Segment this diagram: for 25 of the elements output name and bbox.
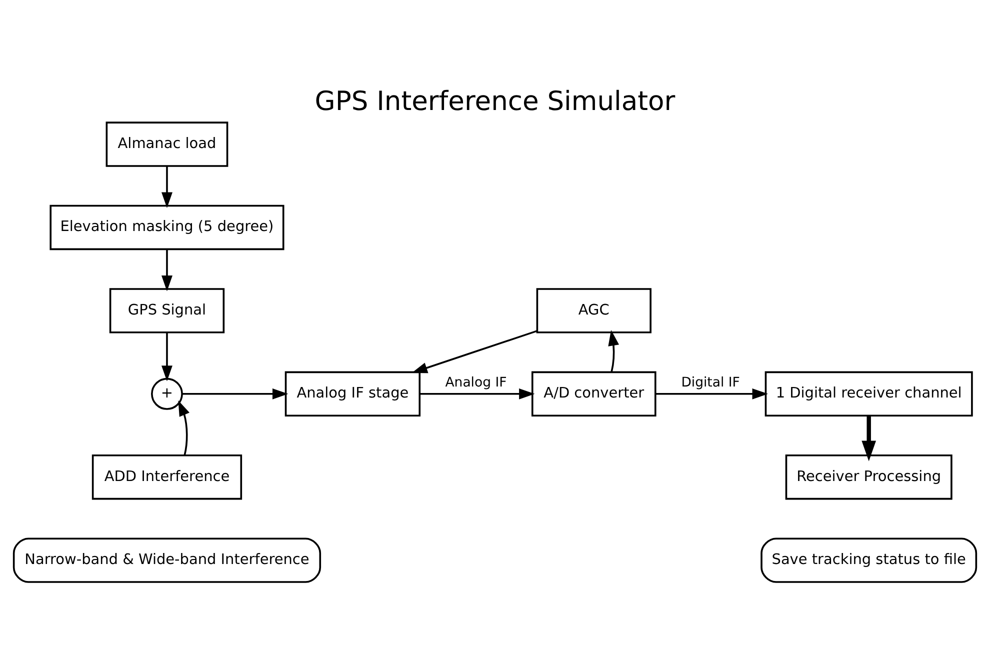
node-circle: + (150, 378, 182, 410)
edge-label: Digital IF (680, 375, 740, 390)
node-box: Receiver Processing (784, 454, 952, 500)
arrow (861, 416, 876, 462)
node-box: Save tracking status to file (760, 538, 977, 583)
arrow (178, 400, 189, 456)
node-box: GPS Signal (108, 288, 224, 334)
node-box: Elevation masking (5 degree) (49, 204, 284, 250)
arrow (160, 250, 172, 292)
edge-label: Analog IF (444, 375, 506, 390)
node-box: Analog IF stage (284, 371, 420, 417)
arrow (411, 330, 537, 374)
node-box: ADD Interference (91, 454, 242, 500)
arrow (419, 388, 534, 400)
node-box: 1 Digital receiver channel (764, 371, 972, 417)
diagram-title: GPS Interference Simulator (314, 86, 675, 118)
arrow (655, 388, 768, 400)
node-box: AGC (536, 288, 651, 334)
arrow (182, 388, 288, 400)
arrow (608, 330, 619, 372)
node-box: Almanac load (105, 122, 228, 167)
arrow (160, 166, 172, 208)
node-box: Narrow-band & Wide-band Interference (12, 538, 321, 583)
node-box: A/D converter (530, 371, 656, 417)
arrow (160, 332, 172, 382)
